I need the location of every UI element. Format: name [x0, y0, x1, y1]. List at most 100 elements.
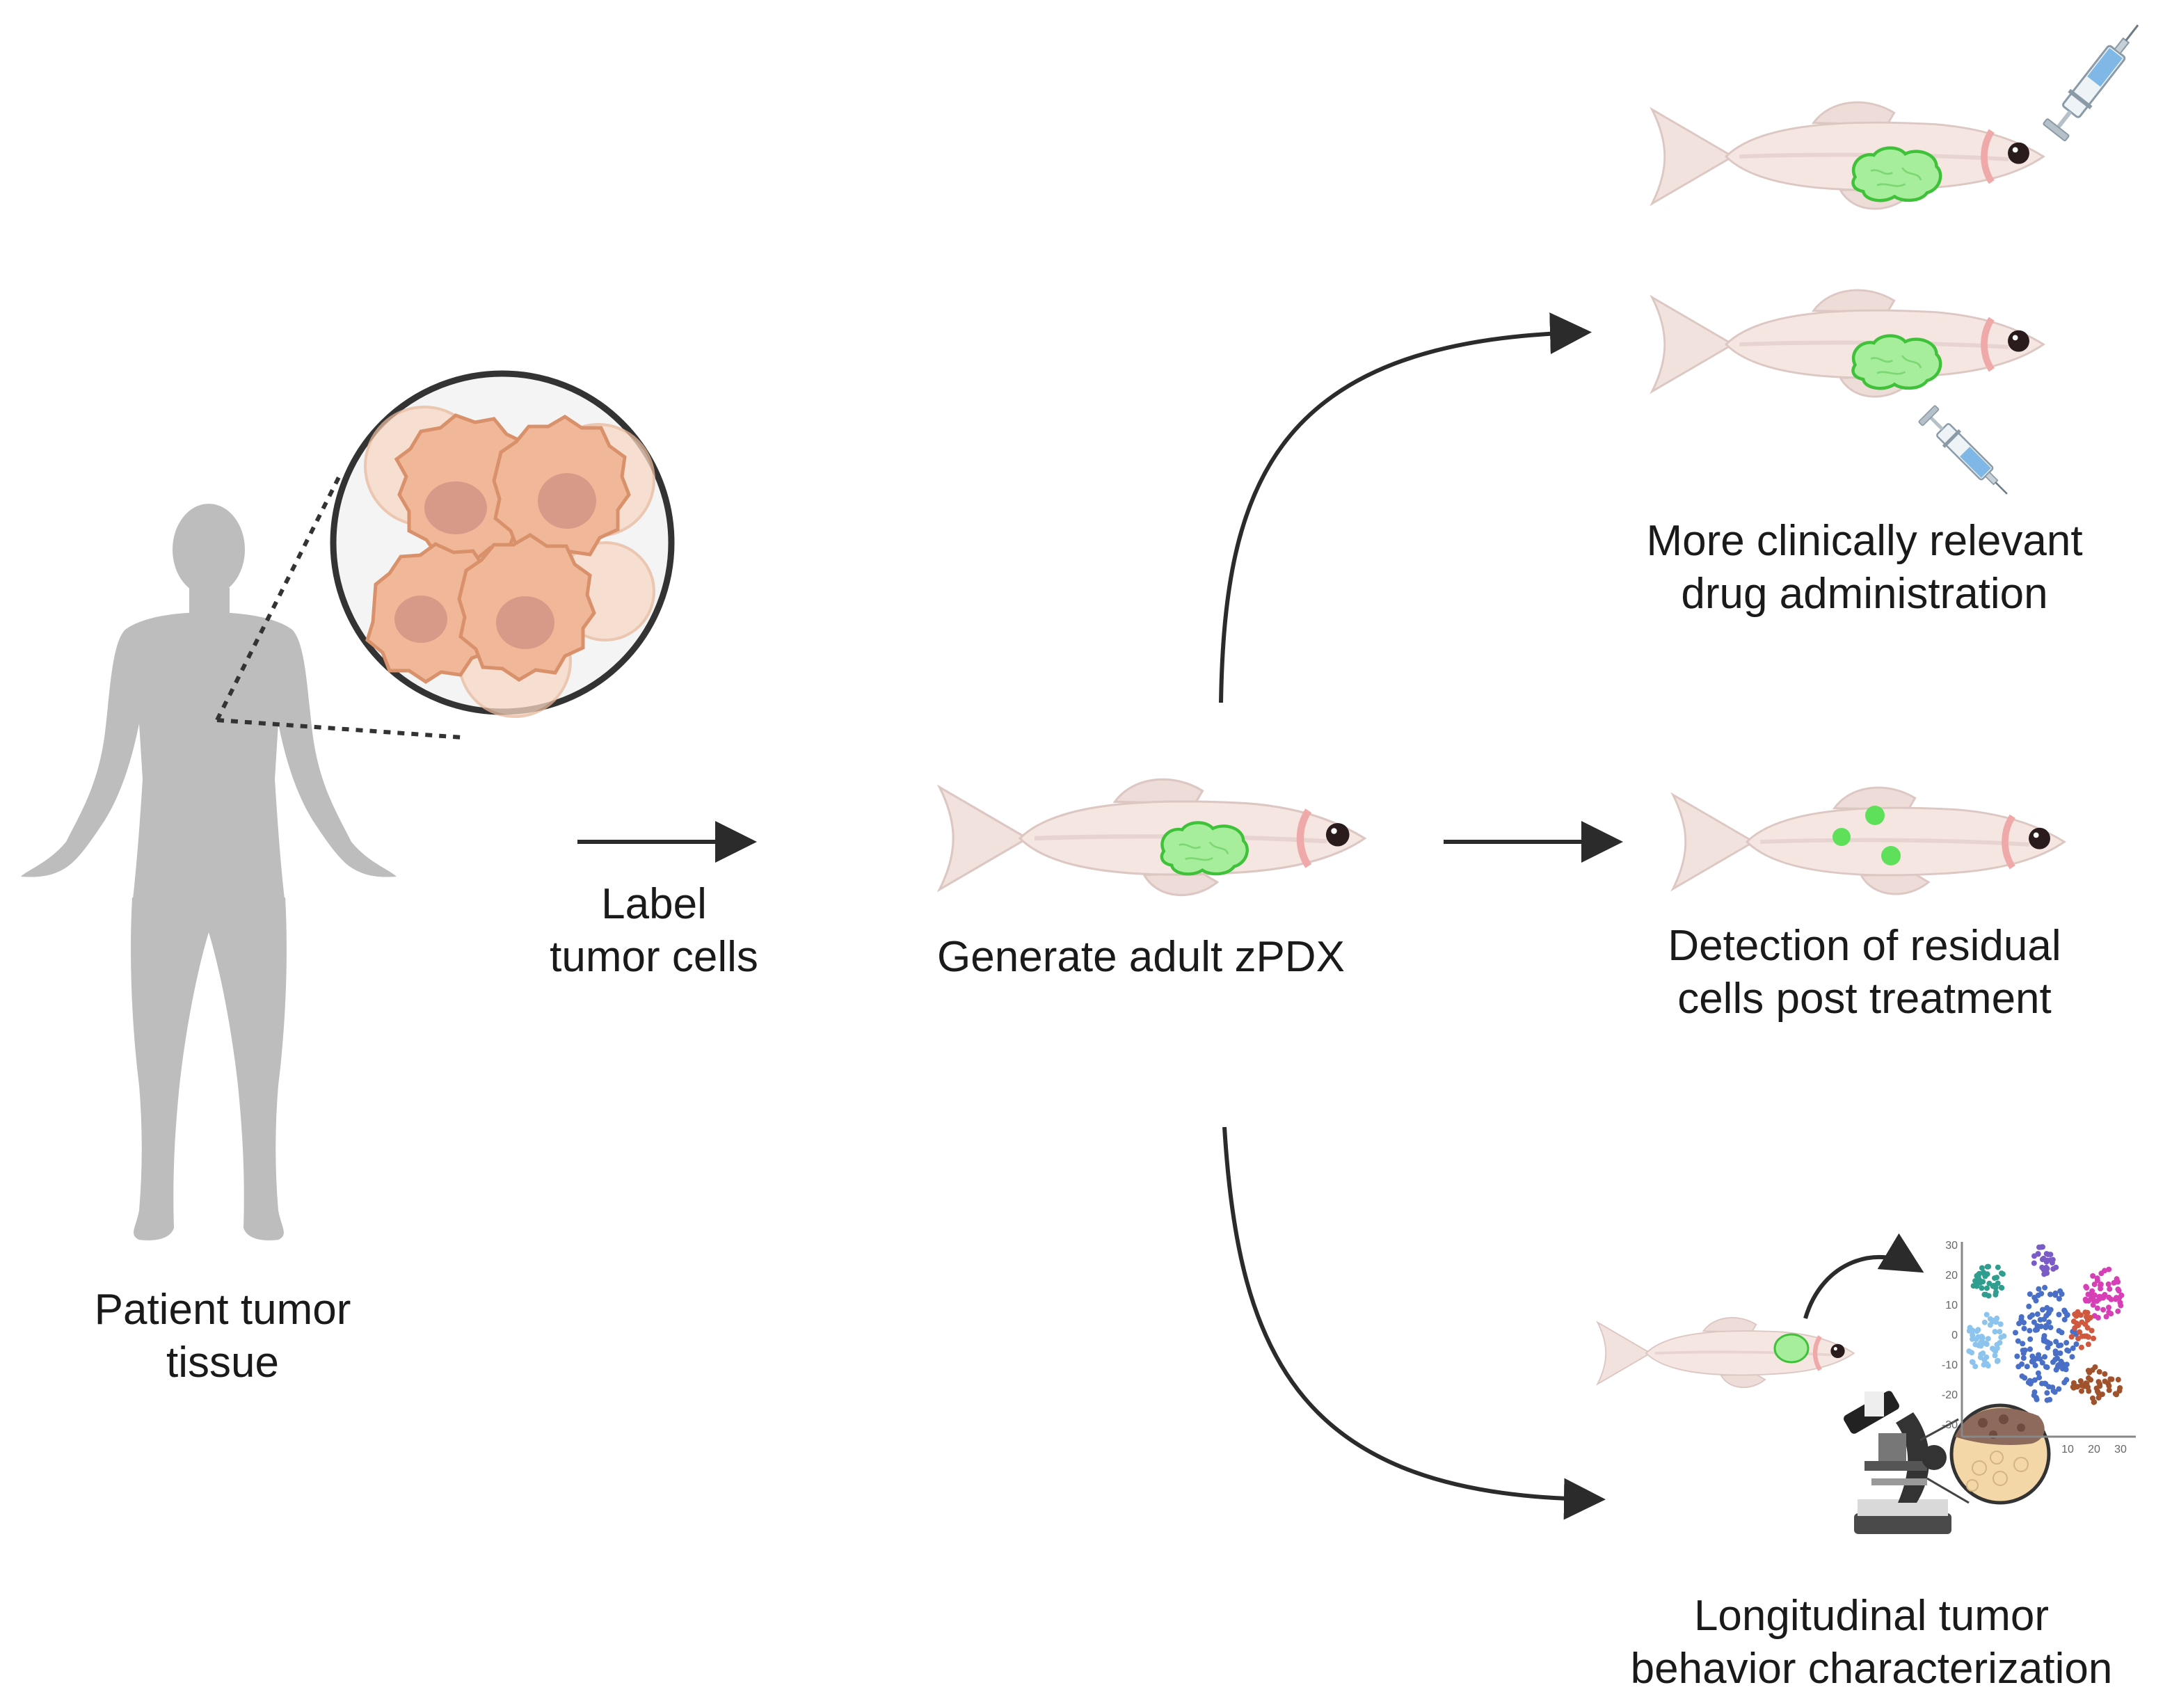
- scatter-point: [2029, 1312, 2036, 1318]
- scatter-point: [2075, 1336, 2082, 1341]
- scatter-point: [2069, 1354, 2075, 1360]
- scatter-point: [2070, 1345, 2076, 1351]
- scatter-point: [2094, 1277, 2100, 1284]
- scatter-point: [2115, 1308, 2121, 1314]
- scatter-point: [2084, 1317, 2091, 1323]
- scatter-point: [2077, 1378, 2084, 1384]
- scatter-point: [2077, 1312, 2084, 1318]
- scatter-point: [2015, 1338, 2021, 1344]
- scatter-point: [2106, 1383, 2112, 1389]
- scatter-point: [2096, 1368, 2102, 1375]
- scatter-y-tick: -30: [1942, 1419, 1958, 1431]
- patient-tumor-label-line2: tissue: [166, 1339, 279, 1387]
- scatter-point: [2041, 1333, 2047, 1339]
- scatter-point: [2031, 1260, 2037, 1266]
- scatter-y-tick: 0: [1951, 1330, 1958, 1341]
- scatter-point: [2114, 1295, 2119, 1301]
- scatter-point: [2082, 1309, 2089, 1316]
- scatter-point: [1995, 1280, 2001, 1286]
- scatter-point: [2046, 1319, 2052, 1325]
- scatter-point: [2095, 1315, 2101, 1320]
- scatter-y-tick: 10: [1945, 1300, 1958, 1311]
- scatter-x-tick: 30: [2114, 1444, 2127, 1455]
- scatter-point: [2047, 1325, 2054, 1331]
- scatter-point: [2056, 1343, 2062, 1349]
- scatter-point: [2075, 1384, 2081, 1390]
- scatter-point: [2077, 1329, 2083, 1335]
- label-tumor-cells-line2: tumor cells: [550, 933, 758, 981]
- scatter-point: [2036, 1286, 2042, 1292]
- scatter-point: [1990, 1283, 1996, 1289]
- scatter-point: [2103, 1314, 2109, 1320]
- scatter-point: [1972, 1341, 1979, 1348]
- zoom-callout-lines: [215, 472, 463, 740]
- scatter-point: [2113, 1279, 2119, 1285]
- scatter-point: [1970, 1359, 1976, 1365]
- scatter-point: [2021, 1325, 2027, 1332]
- scatter-point: [2036, 1375, 2043, 1381]
- scatter-point: [2100, 1307, 2107, 1313]
- generate-zpdx-text: Generate adult zPDX: [937, 933, 1345, 981]
- residual-cell: [1881, 846, 1901, 865]
- fish-intraperitoneal-injection: [1652, 290, 2044, 504]
- drug-administration-line2: drug administration: [1681, 570, 2048, 618]
- scatter-point: [2027, 1327, 2033, 1334]
- patient-tumor-label: Patient tumor tissue: [49, 1284, 397, 1389]
- scatter-point: [2097, 1381, 2103, 1387]
- scatter-point: [2020, 1348, 2026, 1354]
- scatter-y-tick: -10: [1942, 1359, 1958, 1371]
- scatter-point: [1993, 1319, 1999, 1325]
- scatter-point: [2102, 1268, 2108, 1274]
- scatter-point: [1983, 1341, 1990, 1347]
- longitudinal-label: Longitudinal tumor behavior characteriza…: [1572, 1590, 2171, 1695]
- scatter-point: [1966, 1327, 1972, 1334]
- scatter-point: [2098, 1282, 2104, 1287]
- human-body-figure: [21, 504, 397, 1240]
- scatter-point: [2090, 1302, 2096, 1308]
- scatter-point: [2085, 1334, 2091, 1340]
- scatter-point: [2038, 1291, 2045, 1297]
- tissue-section-magnifier: [1949, 1403, 2051, 1505]
- scatter-point: [1993, 1289, 1999, 1295]
- scatter-point: [2108, 1296, 2114, 1302]
- patient-tumor-label-line1: Patient tumor: [94, 1286, 351, 1334]
- label-tumor-cells-label: Label tumor cells: [508, 878, 800, 984]
- scatter-point: [2083, 1284, 2089, 1290]
- scatter-point: [2106, 1266, 2112, 1272]
- scatter-point: [2042, 1354, 2047, 1360]
- scatter-point: [2029, 1358, 2036, 1364]
- scatter-point: [2079, 1333, 2085, 1339]
- scatter-point: [2064, 1311, 2070, 1318]
- scatter-point: [2052, 1357, 2059, 1363]
- scatter-point: [2039, 1359, 2045, 1366]
- scatter-point: [2105, 1281, 2111, 1287]
- scatter-x-tick: 10: [2061, 1444, 2074, 1455]
- scatter-point: [2089, 1367, 2095, 1373]
- scatter-point: [1979, 1335, 1986, 1341]
- scatter-point: [2018, 1316, 2025, 1323]
- scatter-point: [2047, 1291, 2053, 1298]
- microscope-icon: [1844, 1391, 1951, 1534]
- scatter-point: [1979, 1265, 1985, 1271]
- residual-cell: [1865, 806, 1885, 825]
- scatter-point: [2031, 1392, 2037, 1398]
- scatter-point: [2084, 1380, 2090, 1387]
- scatter-point: [2094, 1305, 2100, 1311]
- scatter-point: [2085, 1368, 2091, 1373]
- scatter-point: [2043, 1381, 2049, 1387]
- longitudinal-line2: behavior characterization: [1630, 1645, 2113, 1693]
- scatter-point: [1984, 1285, 1990, 1291]
- arrow-drug-admin: [1219, 312, 1592, 703]
- fish-residual-cells: [1673, 788, 2065, 894]
- scatter-point: [2063, 1366, 2069, 1373]
- scatter-point: [2047, 1396, 2053, 1403]
- scatter-point: [1974, 1280, 1980, 1286]
- flow-arrows: [577, 312, 1924, 1520]
- scatter-point: [2046, 1309, 2052, 1316]
- scatter-point: [1983, 1311, 1990, 1318]
- scatter-point: [2063, 1340, 2070, 1346]
- scatter-point: [1975, 1327, 1981, 1333]
- scatter-point: [2059, 1291, 2065, 1297]
